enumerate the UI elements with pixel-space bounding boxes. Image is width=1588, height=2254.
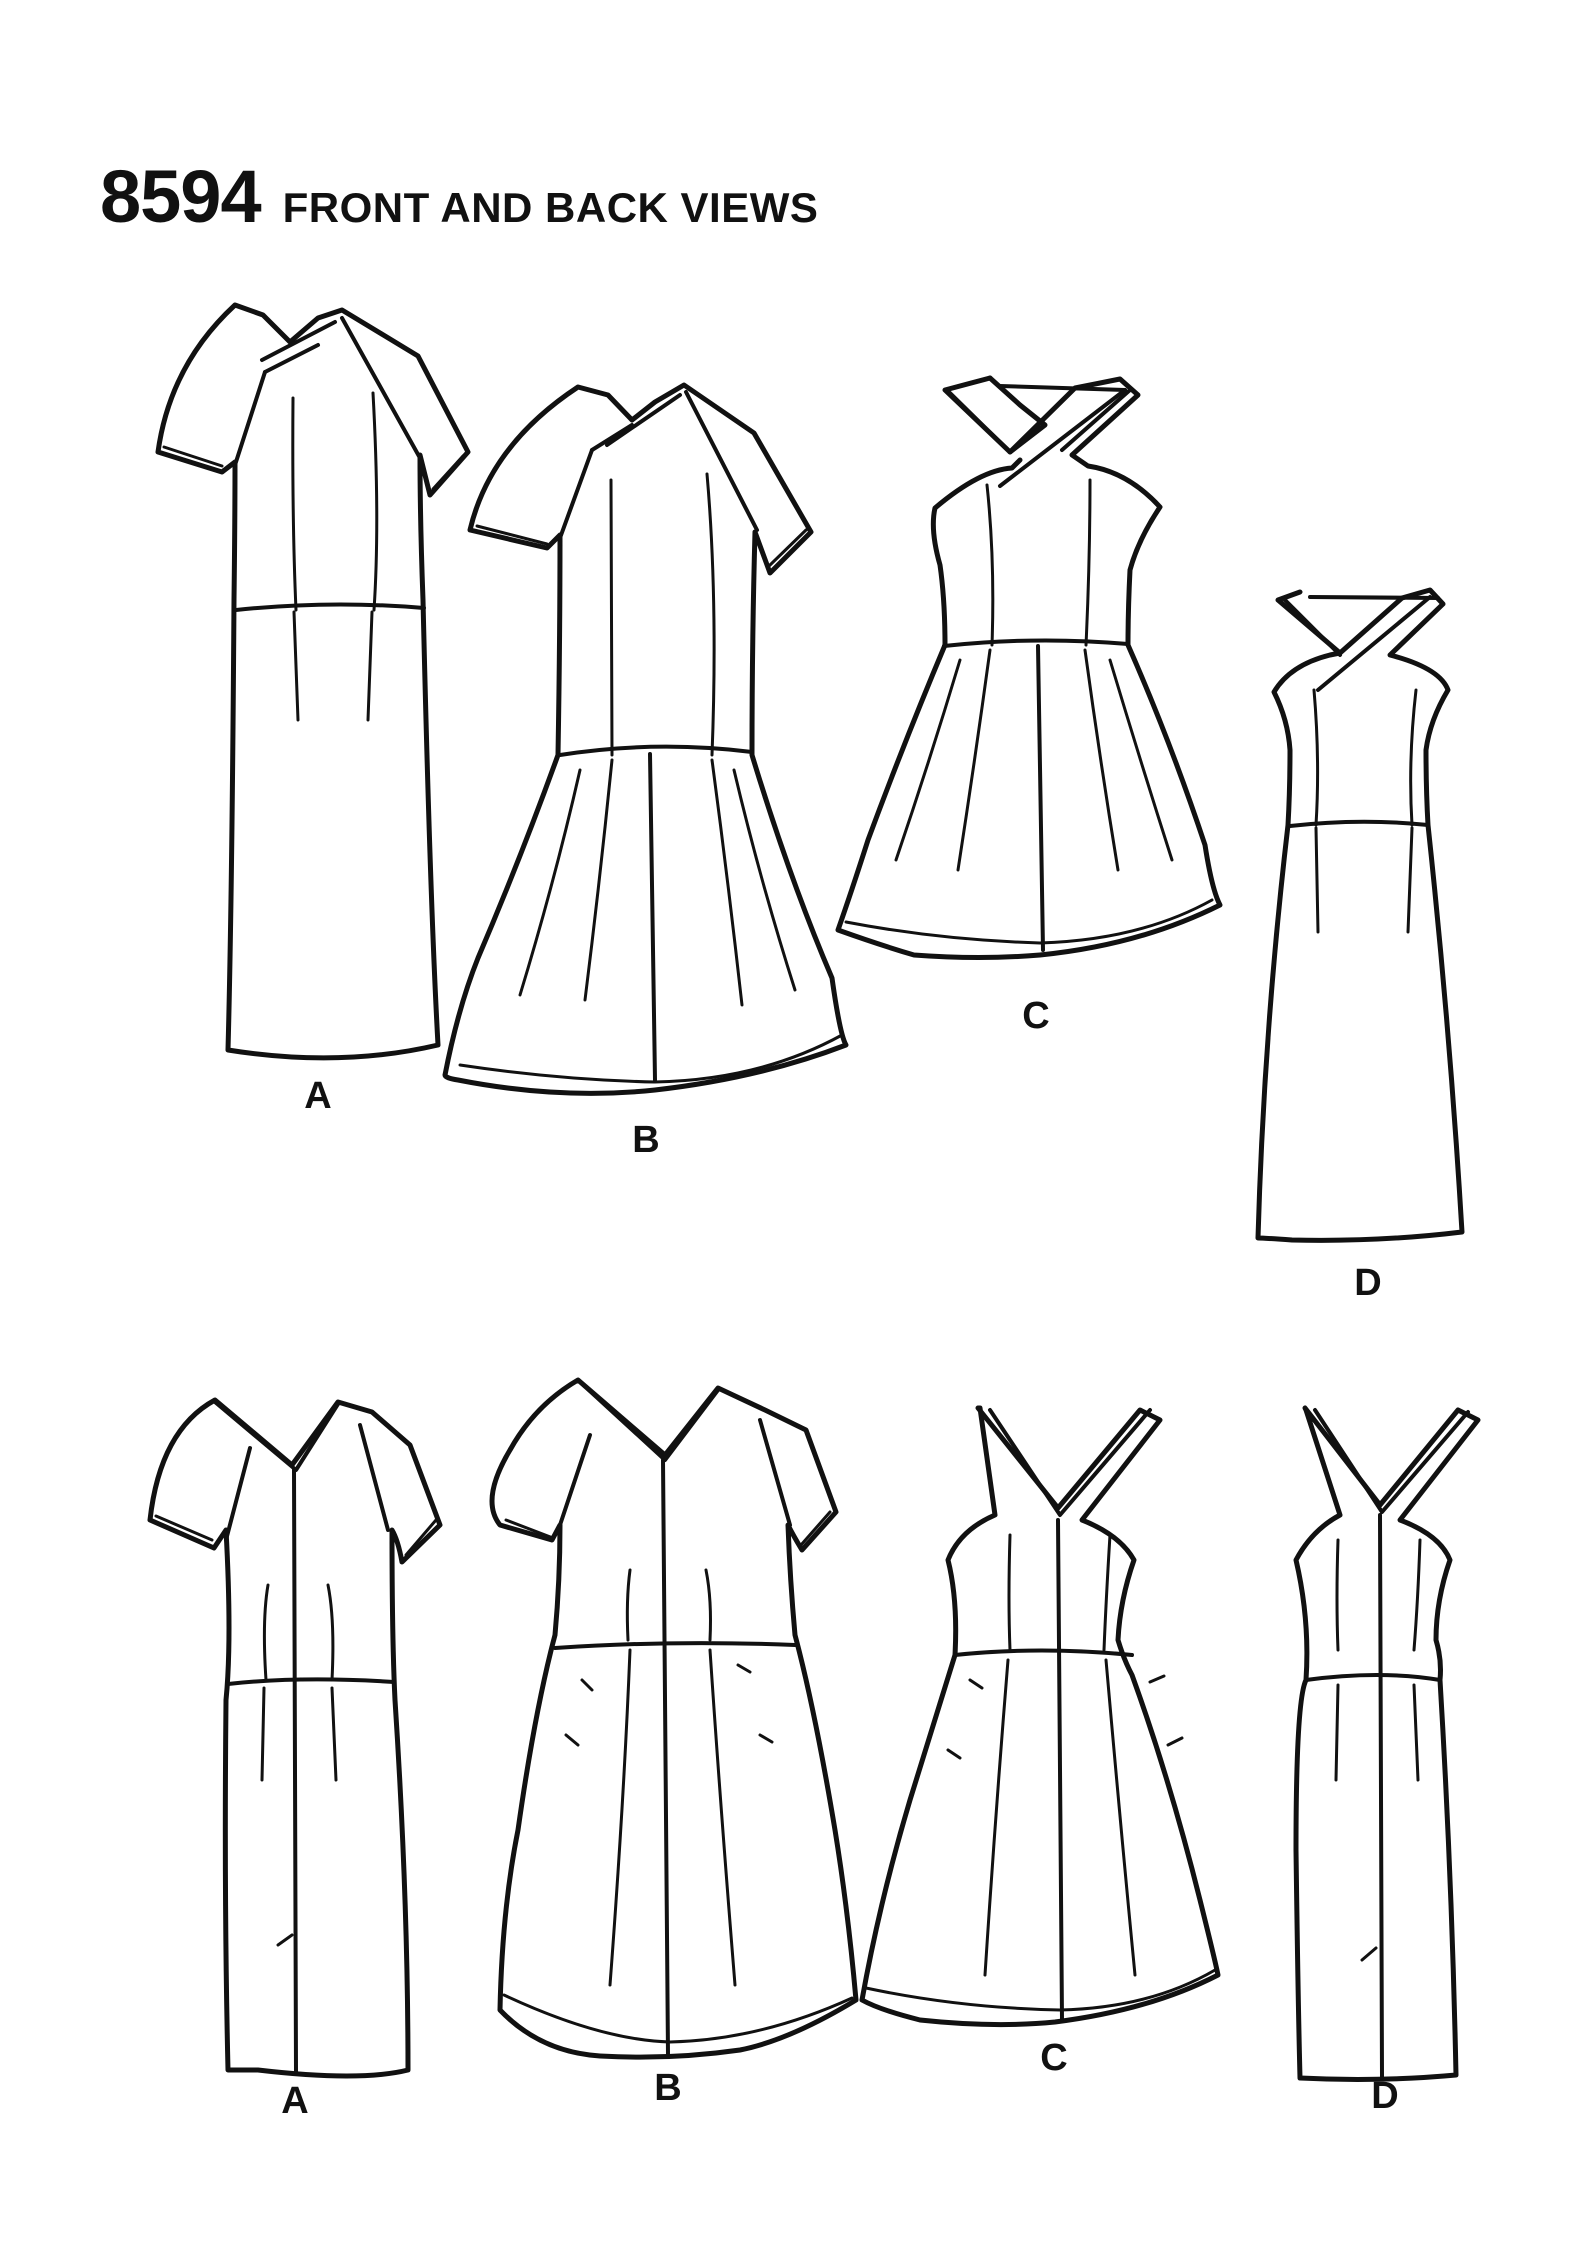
pattern-number: 8594 — [100, 155, 262, 238]
front-view-b-drawing — [442, 382, 849, 1096]
back-view-d-label: D — [1371, 2075, 1398, 2117]
front-view-a-label: A — [304, 1075, 331, 1117]
back-view-a-drawing — [147, 1397, 443, 2079]
front-view-d-label: D — [1354, 1262, 1381, 1304]
back-view-b-drawing — [489, 1377, 859, 2060]
front-view-b-label: B — [632, 1119, 659, 1161]
back-view-a-label: A — [281, 2080, 308, 2122]
back-view-c-label: C — [1040, 2037, 1067, 2079]
back-view-d-drawing — [1293, 1405, 1481, 2082]
page-subtitle: FRONT AND BACK VIEWS — [282, 184, 819, 231]
front-view-c-drawing — [835, 375, 1223, 960]
back-view-b-label: B — [654, 2067, 681, 2109]
front-view-a-drawing — [155, 302, 471, 1061]
page-header: 8594 FRONT AND BACK VIEWS — [100, 160, 818, 234]
front-view-c-label: C — [1022, 995, 1049, 1037]
front-view-d-drawing — [1255, 587, 1465, 1243]
back-view-c-drawing — [859, 1405, 1221, 2028]
